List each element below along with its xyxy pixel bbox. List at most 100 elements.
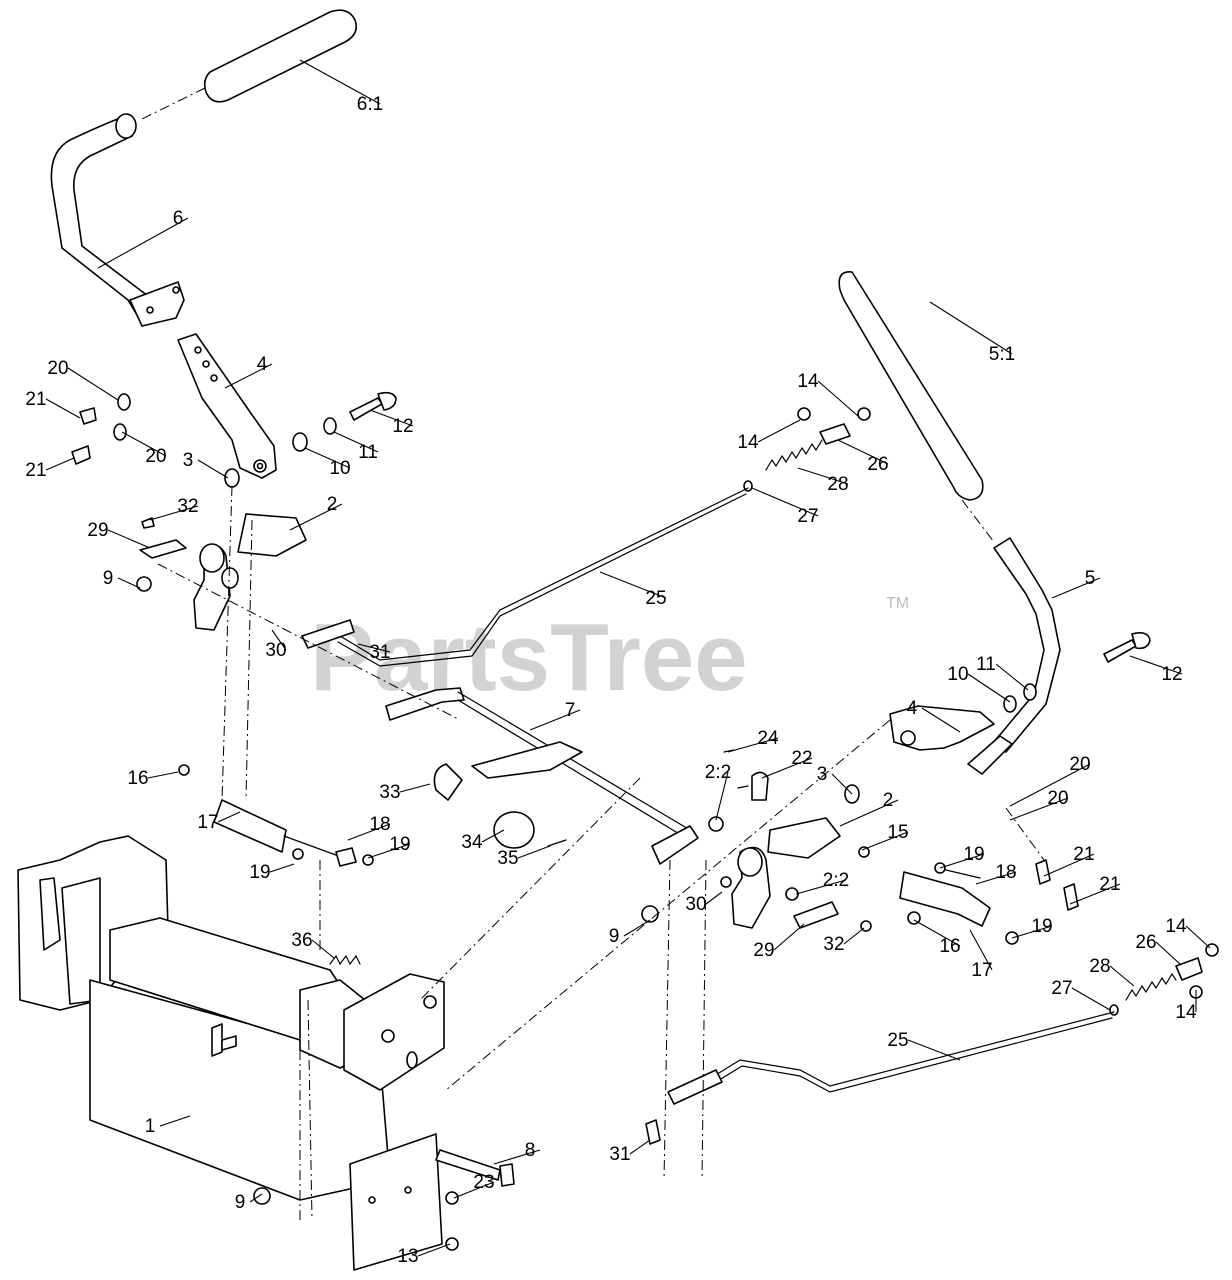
callout-label: 16 (127, 768, 148, 789)
callout-label: 25 (887, 1030, 908, 1051)
callout-leader (913, 919, 961, 947)
callout-leader (861, 831, 909, 851)
callout-leader (843, 927, 865, 945)
callout-leader (107, 529, 151, 549)
callout-leader (149, 505, 199, 521)
callout-label: 2 (327, 494, 338, 515)
callout-label: 34 (461, 832, 483, 853)
callout-leader (224, 363, 273, 389)
part-right-grip (838, 271, 984, 501)
callout-leader (333, 431, 379, 453)
callout-leader (969, 929, 993, 971)
callout-leader (304, 447, 351, 469)
callout-label: 21 (1073, 844, 1094, 865)
callout-leader (347, 823, 391, 841)
callout-label: 20 (145, 446, 166, 467)
callout-leader (159, 1115, 191, 1127)
callout-leader (939, 853, 985, 869)
callout-label: 21 (25, 460, 46, 481)
callout-label: 12 (392, 416, 413, 437)
part-lower-rod (645, 1011, 1115, 1145)
callout-label: 19 (963, 844, 984, 865)
part-right-bracket (844, 632, 1151, 804)
centerline-grip (139, 87, 206, 121)
callout-label: 20 (47, 358, 68, 379)
part-right-damper (899, 859, 1079, 945)
callout-leader (1185, 925, 1211, 949)
callout-leader (837, 439, 889, 465)
callout-label: 6:1 (357, 94, 383, 115)
part-left-hardware (71, 391, 397, 488)
callout-label: 31 (369, 642, 390, 663)
callout-label: 29 (87, 520, 108, 541)
callout-leader (517, 845, 551, 859)
callout-label: 27 (797, 506, 818, 527)
callout-label: 17 (197, 812, 218, 833)
callout-leader (921, 707, 961, 733)
callout-leader (967, 673, 1011, 703)
callout-label: 9 (235, 1192, 246, 1213)
callout-leader (839, 799, 899, 827)
assembly-centerlines (157, 485, 1045, 1221)
part-main-frame (17, 835, 445, 1271)
callout-label: 30 (265, 640, 286, 661)
callout-leader (369, 409, 414, 427)
callout-label: 20 (1047, 788, 1068, 809)
callout-leader (761, 757, 813, 779)
part-left-damper (178, 764, 374, 867)
callout-label: 22 (791, 748, 812, 769)
callout-leader (217, 811, 241, 823)
callout-leader (795, 879, 847, 895)
callout-leader (529, 709, 581, 731)
callout-label: 11 (358, 442, 378, 463)
callout-label: 2:2 (705, 762, 731, 783)
callout-label: 20 (1069, 754, 1090, 775)
callout-leader (249, 1193, 263, 1203)
callout-leader (797, 467, 849, 485)
callout-label: 16 (939, 936, 960, 957)
callout-label: 36 (291, 930, 312, 951)
callout-leader (453, 1181, 495, 1199)
part-left-grip (203, 9, 358, 103)
callout-leader (269, 863, 295, 873)
callout-leader (817, 380, 859, 417)
part-right-lever (967, 537, 1061, 775)
callout-leader (117, 577, 141, 589)
callout-label: 1 (145, 1116, 156, 1137)
callout-leader (121, 431, 167, 457)
callout-leader (1109, 965, 1135, 987)
callout-label: 28 (827, 474, 848, 495)
callout-label: 11 (976, 654, 996, 675)
callout-leader (995, 663, 1029, 691)
callout-label: 29 (753, 940, 774, 961)
callout-leader (1009, 797, 1069, 821)
callout-leader (907, 1039, 961, 1061)
callout-label: 10 (329, 458, 350, 479)
callout-label: 32 (823, 934, 844, 955)
callout-label: 4 (257, 354, 268, 375)
callout-leader (1009, 763, 1091, 807)
callout-label: 15 (887, 822, 908, 843)
callout-leader (1051, 577, 1101, 599)
callout-label: 21 (25, 389, 46, 410)
callout-label: 13 (397, 1246, 418, 1267)
callout-label: 9 (103, 568, 114, 589)
callout-leader (1043, 853, 1095, 877)
callout-leader (299, 59, 381, 105)
callout-label: 33 (379, 782, 400, 803)
callout-leader (1069, 883, 1121, 905)
callout-label: 28 (1089, 956, 1110, 977)
callout-leader (45, 457, 75, 471)
callout-leader (831, 773, 853, 795)
callout-label: 3 (817, 764, 828, 785)
callout-label: 12 (1161, 664, 1182, 685)
callout-leader (417, 1243, 451, 1257)
part-left-spring (743, 407, 871, 492)
callout-label: 14 (1175, 1002, 1197, 1023)
callout-label: 19 (389, 834, 410, 855)
callout-leader (599, 571, 667, 599)
callout-leader (271, 629, 287, 651)
part-frame-hardware (253, 954, 515, 1251)
callout-label: 7 (565, 700, 576, 721)
